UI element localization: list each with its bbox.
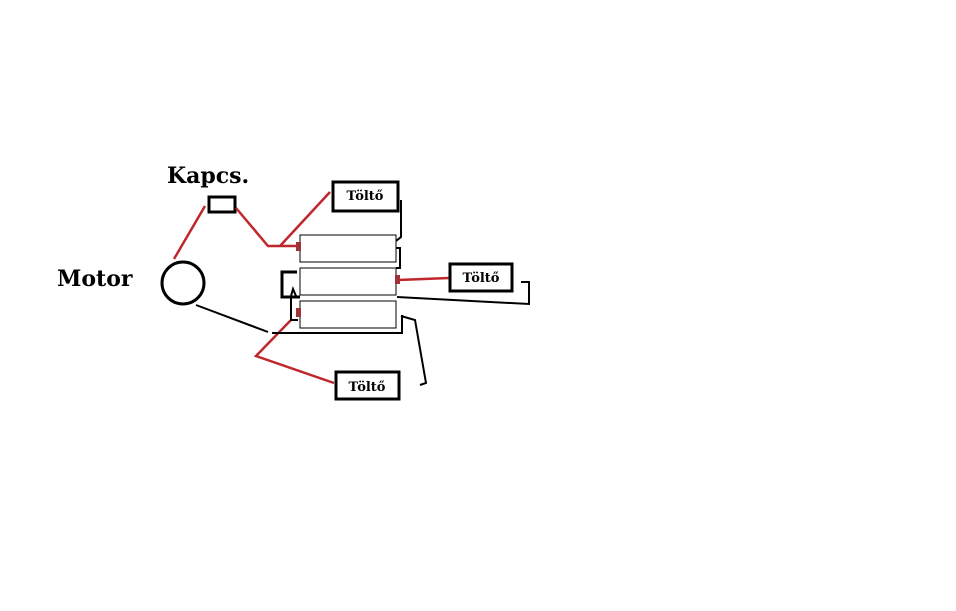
battery-bottom-terminal	[296, 308, 301, 317]
battery-middle-terminal	[395, 275, 400, 284]
wire-charger-top-positive	[279, 191, 331, 247]
motor-symbol	[160, 260, 206, 306]
switch-label: Kapcs.	[167, 163, 249, 189]
wire-motor-negative	[195, 304, 269, 333]
wire-top-right-link	[396, 247, 401, 269]
switch-symbol	[207, 195, 237, 214]
charger-right-box	[448, 262, 514, 293]
battery-cell-middle	[299, 267, 397, 296]
charger-bottom-box	[334, 370, 401, 401]
wire-charger-top-negative	[395, 200, 402, 242]
battery-top-terminal	[296, 242, 301, 251]
wire-middle-link	[290, 286, 298, 321]
wire-charger-bottom-negative	[400, 315, 428, 386]
wire-switch-battery	[235, 207, 296, 248]
battery-cell-top	[299, 234, 397, 263]
charger-right-label: Töltő	[463, 271, 500, 286]
motor-label: Motor	[57, 266, 133, 292]
wire-charger-right-negative	[396, 281, 530, 306]
battery-cell-bottom	[299, 300, 397, 329]
charger-bottom-label: Töltő	[349, 380, 386, 395]
wire-charger-right-positive	[397, 276, 450, 282]
charger-top-label: Töltő	[347, 189, 384, 204]
wire-motor-switch	[172, 205, 207, 260]
wire-charger-bottom-positive	[253, 319, 335, 385]
wire-battery-bottom-negative	[272, 315, 403, 334]
charger-top-box	[331, 180, 400, 213]
